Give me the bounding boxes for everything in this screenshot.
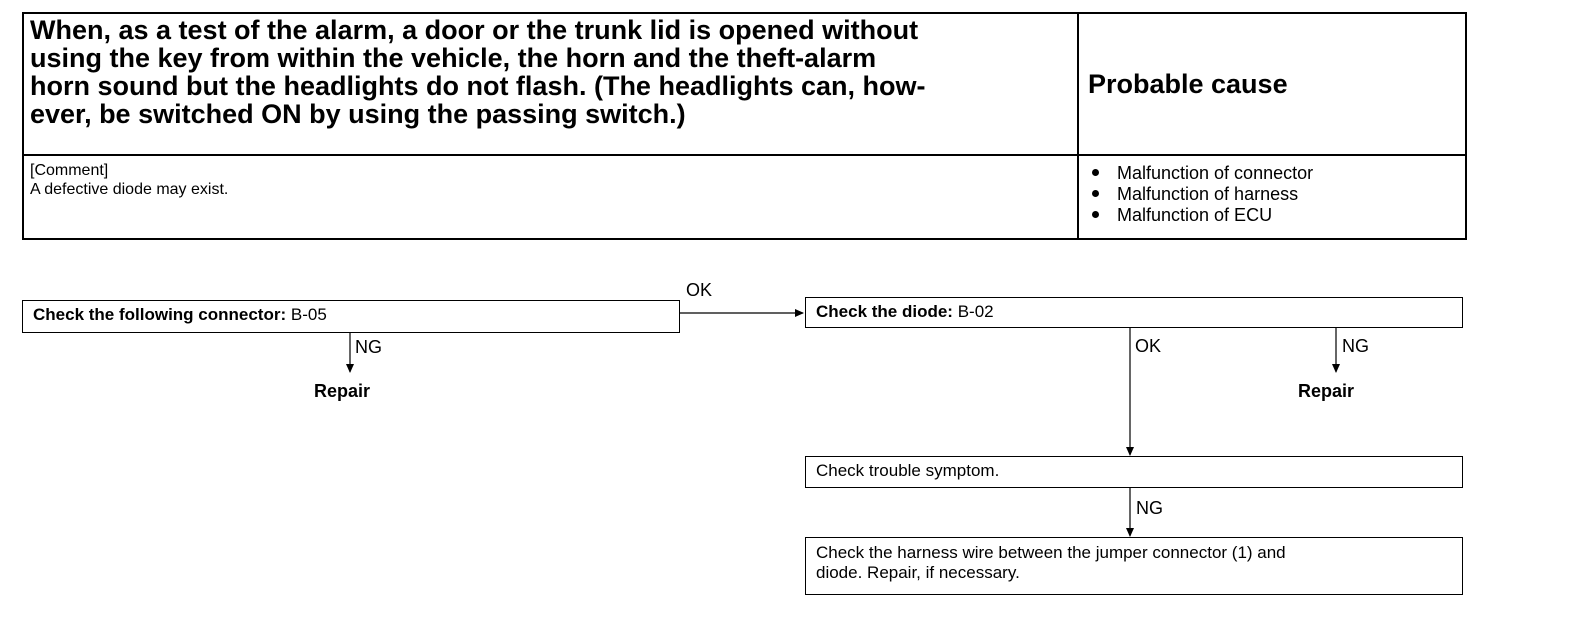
repair-action: Repair [1298,381,1355,401]
symptom-line: When, as a test of the alarm, a door or … [30,15,919,45]
symptom-table: When, as a test of the alarm, a door or … [22,12,1467,240]
list-item: Malfunction of harness [1088,184,1458,205]
comment-block: [Comment] A defective diode may exist. [30,161,1070,199]
repair-action: Repair [314,381,371,401]
flow-step-check-connector: Check the following connector: B-05 [22,300,680,333]
list-item: Malfunction of connector [1088,163,1458,184]
table-divider-horizontal [24,154,1465,156]
label-ng: NG [1136,498,1163,518]
step-text-line: diode. Repair, if necessary. [816,563,1020,582]
label-ok: OK [686,280,713,300]
step-text-line: Check the harness wire between the jumpe… [816,543,1286,562]
symptom-line: using the key from within the vehicle, t… [30,43,877,73]
table-divider-vertical [1077,14,1079,238]
label-ok: OK [1135,336,1162,356]
flow-step-check-harness: Check the harness wire between the jumpe… [805,537,1463,595]
comment-text: A defective diode may exist. [30,181,229,198]
list-item: Malfunction of ECU [1088,205,1458,226]
flow-step-check-symptom: Check trouble symptom. [805,456,1463,488]
symptom-line: ever, be switched ON by using the passin… [30,99,686,129]
step-prefix: Check the following connector: [33,305,287,324]
flow-step-check-diode: Check the diode: B-02 [805,297,1463,328]
symptom-line: horn sound but the headlights do not fla… [30,71,926,101]
probable-cause-heading: Probable cause [1088,68,1288,99]
probable-cause-list: Malfunction of connector Malfunction of … [1088,163,1458,226]
label-ng: NG [1342,336,1369,356]
comment-label: [Comment] [30,162,109,179]
step-text: Check trouble symptom. [816,461,1000,480]
diode-code: B-02 [957,302,994,321]
symptom-description: When, as a test of the alarm, a door or … [30,16,1070,128]
label-ng: NG [355,337,382,357]
step-prefix: Check the diode: [816,302,953,321]
connector-code: B-05 [290,305,327,324]
